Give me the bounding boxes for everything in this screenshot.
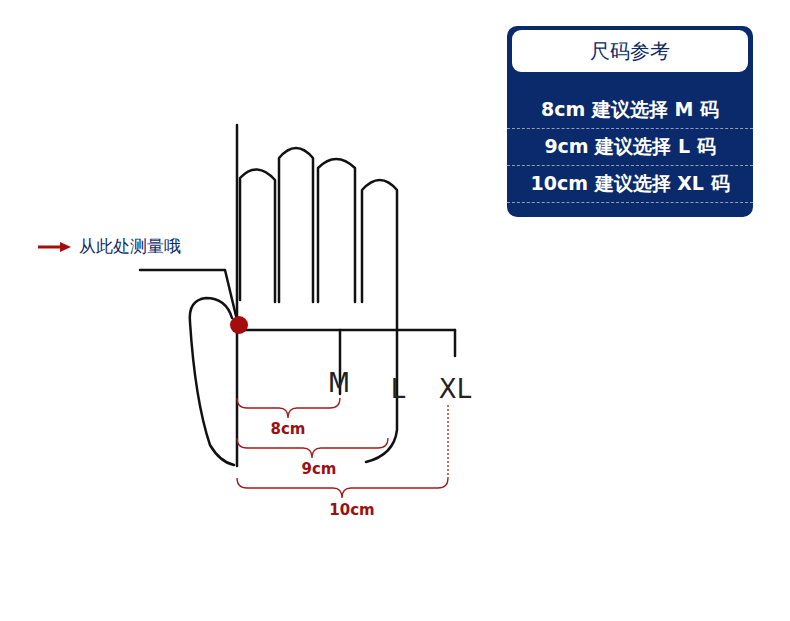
table-title: 尺码参考 [590,38,670,65]
size-row: 10cm 建议选择 XL 码 [507,166,753,203]
dimension-brace [237,398,340,418]
measure-line [240,329,455,332]
size-table-header: 尺码参考 [512,30,748,72]
size-row: 8cm 建议选择 M 码 [507,92,753,129]
callout-text: 从此处测量哦 [77,238,183,255]
size-advice: 8cm 建议选择 M 码 [541,97,719,123]
pointer-arrow-head [60,242,71,252]
index-finger [240,169,275,302]
size-table-panel: 尺码参考 8cm 建议选择 M 码 9cm 建议选择 L 码 10cm 建议选择 XL… [507,26,753,217]
pointer-arrow [38,242,71,252]
size-letter: L [389,376,408,402]
measure-point [230,316,248,334]
middle-finger [279,148,313,302]
size-letter: XL [437,376,473,402]
pointer-arrow-shaft [38,246,62,249]
dimension-label: 10cm [327,503,376,518]
dimension-extension [447,405,448,478]
size-letter: M [326,370,352,396]
thumb [190,298,234,465]
dimension-label: 8cm [269,422,308,437]
size-advice: 10cm 建议选择 XL 码 [530,171,729,197]
little-finger [362,180,397,462]
dimension-brace [237,478,448,498]
size-tick [454,330,457,356]
ring-finger [318,159,355,302]
leader-line [140,270,236,316]
dimension-label: 9cm [300,462,339,477]
measure-baseline [236,125,239,466]
size-advice: 9cm 建议选择 L 码 [544,134,715,160]
dimension-brace [237,438,388,458]
size-row: 9cm 建议选择 L 码 [507,129,753,166]
